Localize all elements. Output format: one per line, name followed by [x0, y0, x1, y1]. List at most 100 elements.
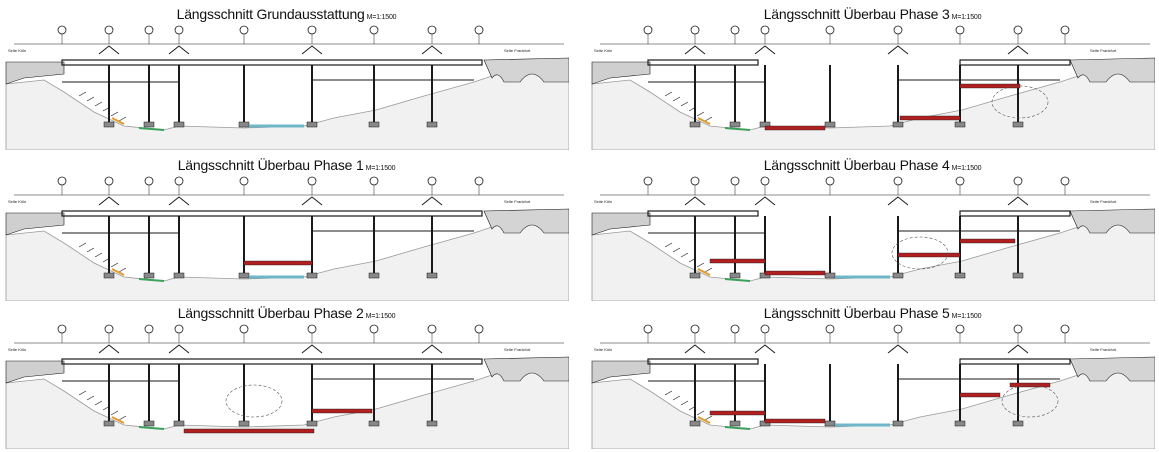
- axis-marker: [239, 25, 249, 35]
- new-girder-segment: [959, 392, 1001, 398]
- crane-frame: [421, 45, 443, 55]
- axis-marker: [1013, 25, 1023, 35]
- pier-foundation: [892, 272, 904, 279]
- vegetation: [138, 278, 165, 282]
- side-label-right: Seite Frankfurt: [504, 347, 531, 352]
- slope-hatch: [110, 111, 119, 117]
- axis-marker: [893, 25, 903, 35]
- right-arch-bridge: [1069, 356, 1155, 382]
- side-label-right: Seite Frankfurt: [504, 48, 531, 53]
- left-abutment: [591, 212, 651, 236]
- pier-foundation: [103, 420, 115, 427]
- side-label-right: Seite Frankfurt: [1090, 347, 1117, 352]
- new-girder-segment: [243, 260, 313, 266]
- side-label-left: Seite Köln: [594, 199, 612, 204]
- pier-foundation: [173, 272, 185, 279]
- side-label-right: Seite Frankfurt: [1090, 199, 1117, 204]
- axis-marker: [369, 324, 379, 334]
- pier-foundation: [426, 420, 438, 427]
- vegetation: [724, 278, 751, 282]
- axis-marker: [369, 176, 379, 186]
- right-arch-bridge: [483, 356, 569, 382]
- right-arch-bridge: [483, 57, 569, 83]
- vegetation: [724, 426, 751, 430]
- slope-hatch: [118, 267, 127, 273]
- terrain: [591, 65, 1155, 150]
- detail-circle: [891, 236, 949, 270]
- section-drawing: Seite Köln Seite Frankfurt: [591, 324, 1155, 449]
- slope-hatch: [672, 395, 681, 401]
- pier-foundation: [143, 121, 155, 128]
- axis-marker: [955, 25, 965, 35]
- axis-marker: [144, 25, 154, 35]
- new-girder-segment: [899, 115, 961, 121]
- pier-foundation: [729, 121, 741, 128]
- axis-marker: [690, 25, 700, 35]
- slope-accent: [111, 117, 125, 125]
- pier-foundation: [954, 272, 966, 279]
- crane-frame: [754, 45, 776, 55]
- crane-frame: [98, 196, 120, 206]
- bridge-deck: [61, 210, 483, 217]
- slope-accent: [697, 268, 711, 276]
- slope-hatch: [86, 96, 95, 102]
- slope-hatch: [118, 415, 127, 421]
- slope-hatch: [680, 101, 689, 107]
- slope-accent: [697, 416, 711, 424]
- terrain: [5, 364, 569, 449]
- pier-foundation: [824, 272, 836, 279]
- pier-foundation: [143, 272, 155, 279]
- axis-marker: [1013, 176, 1023, 186]
- bridge-deck: [647, 59, 759, 66]
- terrain: [5, 216, 569, 301]
- side-label-right: Seite Frankfurt: [504, 199, 531, 204]
- slope-hatch: [672, 247, 681, 253]
- detail-circle: [991, 85, 1049, 119]
- axis-marker: [760, 324, 770, 334]
- pier-foundation: [173, 420, 185, 427]
- slope-hatch: [78, 91, 87, 97]
- axis-marker: [643, 324, 653, 334]
- pier-foundation: [368, 272, 380, 279]
- right-arch-bridge: [1069, 208, 1155, 234]
- pier-foundation: [143, 420, 155, 427]
- crane-frame: [421, 196, 443, 206]
- left-abutment: [5, 360, 65, 384]
- axis-marker: [1060, 324, 1070, 334]
- axis-marker: [427, 176, 437, 186]
- new-girder-segment: [959, 238, 1016, 244]
- axis-marker: [825, 324, 835, 334]
- axis-marker: [239, 176, 249, 186]
- pier-foundation: [1012, 121, 1024, 128]
- axis-marker: [427, 25, 437, 35]
- left-abutment: [591, 360, 651, 384]
- pier-foundation: [306, 420, 318, 427]
- pier-foundation: [1012, 420, 1024, 427]
- axis-marker: [643, 176, 653, 186]
- pier-foundation: [368, 121, 380, 128]
- pier-foundation: [103, 121, 115, 128]
- new-girder-segment: [959, 83, 1021, 89]
- terrain: [591, 364, 1155, 449]
- axis-marker: [893, 324, 903, 334]
- axis-marker: [893, 176, 903, 186]
- axis-marker: [1013, 324, 1023, 334]
- crane-frame: [684, 196, 706, 206]
- axis-marker: [955, 176, 965, 186]
- axis-marker: [1060, 25, 1070, 35]
- pier-foundation: [824, 420, 836, 427]
- left-abutment: [5, 212, 65, 236]
- new-girder-segment: [183, 428, 315, 434]
- side-label-left: Seite Köln: [594, 347, 612, 352]
- new-girder-segment: [764, 125, 826, 131]
- slope-hatch: [680, 400, 689, 406]
- axis-marker: [57, 324, 67, 334]
- axis-marker: [730, 25, 740, 35]
- pier-foundation: [892, 420, 904, 427]
- side-label-left: Seite Köln: [8, 199, 26, 204]
